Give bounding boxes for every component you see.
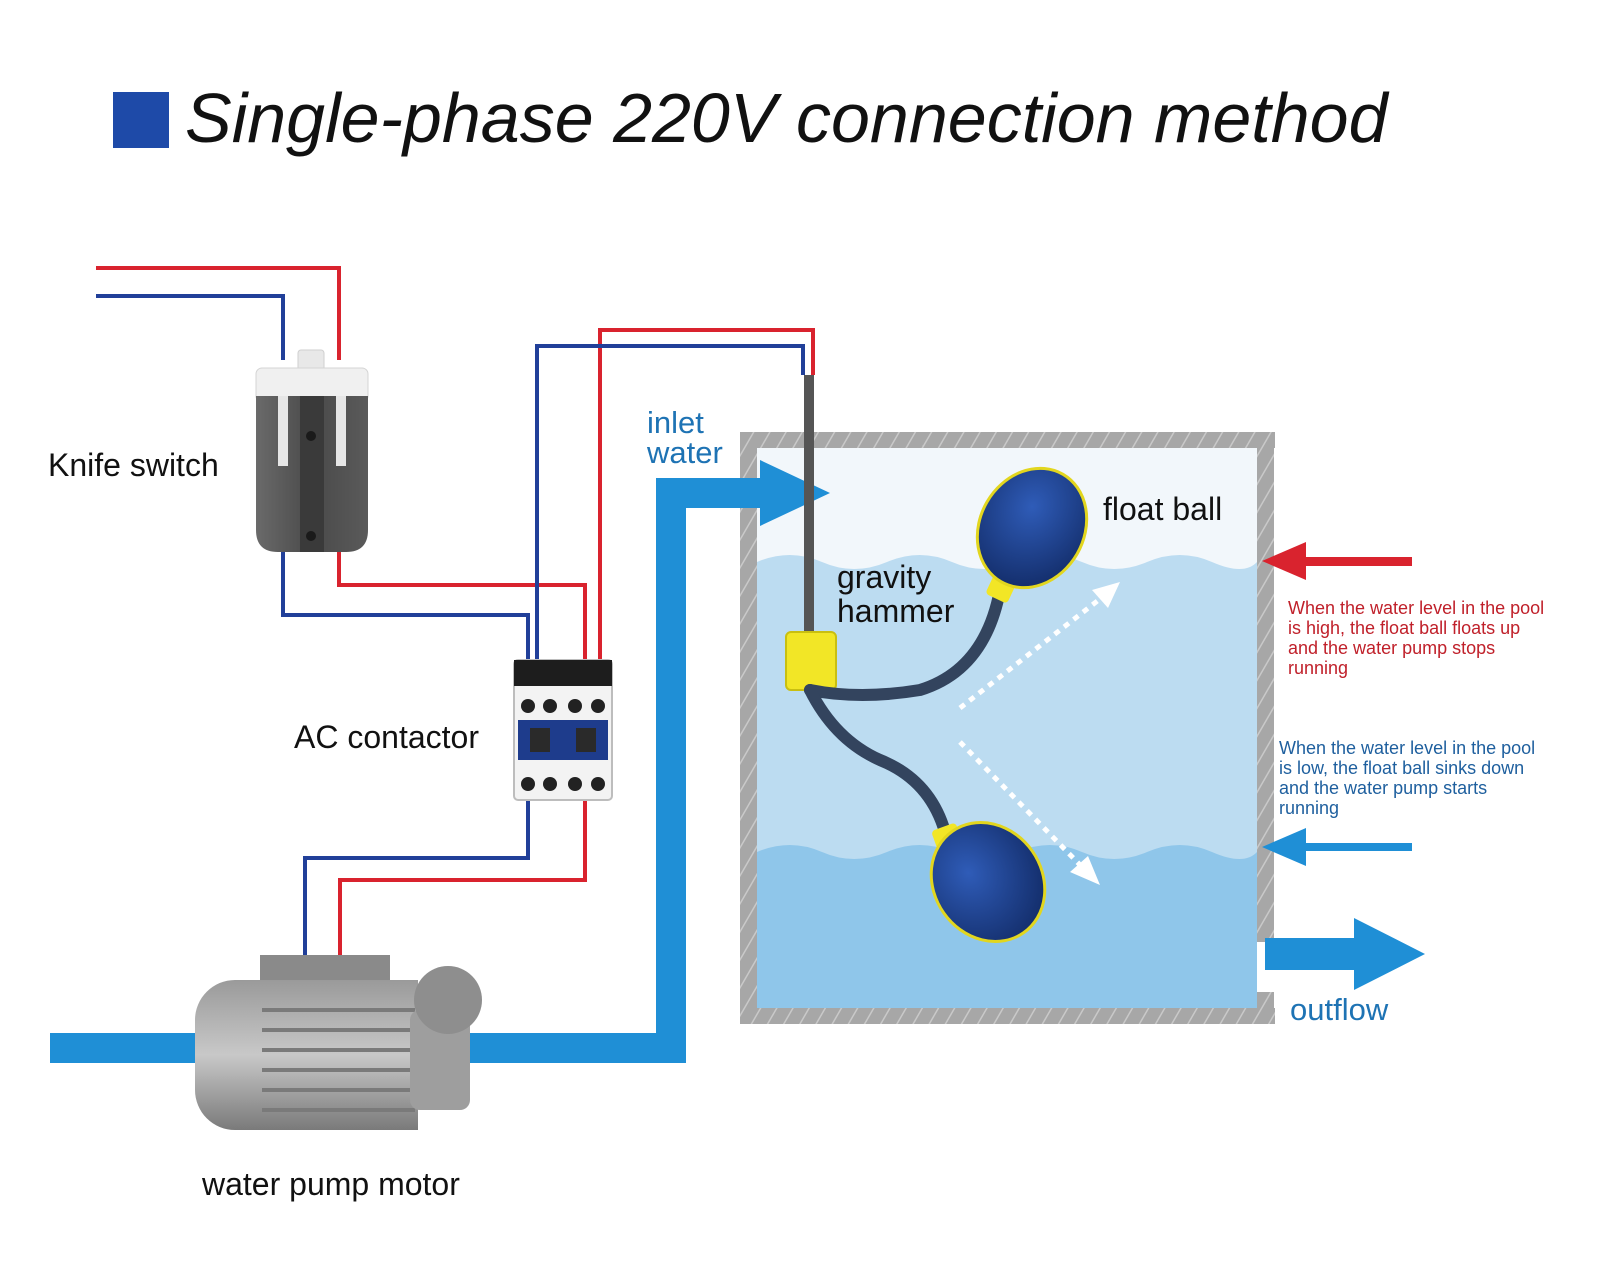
svg-text:When the water level in the po: When the water level in the pool: [1279, 738, 1535, 758]
label-inlet-water-line2: water: [646, 435, 723, 470]
svg-text:When the water level in the po: When the water level in the pool: [1288, 598, 1544, 618]
svg-text:is high, the float ball floats: is high, the float ball floats up: [1288, 618, 1520, 638]
page-title: Single-phase 220V connection method: [185, 79, 1390, 157]
note-high-level: When the water level in the pool is high…: [1288, 598, 1544, 678]
wiring: [96, 266, 815, 955]
title-square-icon: [113, 92, 169, 148]
label-float-ball: float ball: [1103, 491, 1222, 527]
label-outflow: outflow: [1290, 992, 1389, 1027]
svg-text:running: running: [1288, 658, 1348, 678]
label-inlet-water-line1: inlet: [647, 405, 704, 440]
svg-text:and the water pump stops: and the water pump stops: [1288, 638, 1495, 658]
knife-switch-icon: [255, 349, 369, 552]
label-gravity-hammer-line1: gravity: [837, 559, 931, 595]
ac-contactor-icon: [513, 659, 613, 801]
inlet-arrow-icon: [760, 460, 830, 526]
float-down-arrow-icon: [1070, 856, 1100, 885]
float-ball-lower-icon: [929, 821, 1047, 943]
label-gravity-hammer-line2: hammer: [837, 593, 955, 629]
outflow-arrow-icon: [1354, 918, 1425, 990]
level-arrows: [1262, 542, 1412, 866]
svg-text:is low, the float ball sinks d: is low, the float ball sinks down: [1279, 758, 1524, 778]
high-level-arrow-icon: [1262, 542, 1306, 580]
note-low-level: When the water level in the pool is low,…: [1279, 738, 1535, 818]
label-knife-switch: Knife switch: [48, 447, 219, 483]
svg-text:running: running: [1279, 798, 1339, 818]
low-level-arrow-icon: [1262, 828, 1306, 866]
float-up-arrow-icon: [1092, 582, 1120, 608]
float-ball-icon: [975, 466, 1089, 590]
svg-text:and the water pump starts: and the water pump starts: [1279, 778, 1487, 798]
label-ac-contactor: AC contactor: [294, 719, 479, 755]
label-water-pump-motor: water pump motor: [201, 1166, 460, 1202]
float-switch: [785, 375, 1120, 943]
pump-motor-icon: [195, 955, 482, 1130]
water-pipe: [50, 460, 1425, 1063]
gravity-hammer-icon: [785, 631, 837, 691]
